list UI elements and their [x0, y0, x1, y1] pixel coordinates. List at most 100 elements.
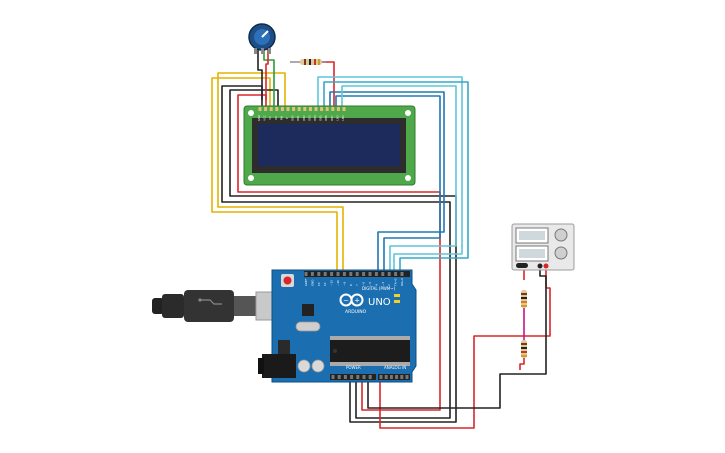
- analog-pin[interactable]: [384, 375, 388, 379]
- digital-pin-label: RX←0: [400, 278, 404, 286]
- digital-pin-label: AREF: [304, 278, 308, 286]
- digital-pin-label: GND: [310, 280, 314, 286]
- digital-pin-label: 2: [387, 284, 391, 286]
- lcd-pin[interactable]: [320, 107, 324, 111]
- power-pin-header[interactable]: [331, 375, 372, 379]
- digital-pin-label: 4: [374, 284, 378, 286]
- digital-pin-label: TX→1: [394, 278, 398, 287]
- arduino-logo-icon: − +: [339, 293, 364, 307]
- lcd-pin-label: GND: [257, 115, 261, 121]
- wire-blue-db6: [329, 91, 445, 274]
- lcd-pin[interactable]: [308, 107, 312, 111]
- wire-teal-led: [341, 85, 457, 274]
- lcd-pin-label: RS: [274, 116, 278, 120]
- atmega-chip: [330, 340, 410, 362]
- resistor-icon[interactable]: [521, 340, 527, 358]
- power-pin[interactable]: [350, 375, 354, 379]
- wire-black-supply: [367, 268, 547, 409]
- lcd-pin[interactable]: [286, 107, 290, 111]
- digital-pin[interactable]: [368, 272, 372, 276]
- digital-pin-label: ~10: [336, 280, 340, 286]
- digital-pin-label: 12: [323, 282, 327, 286]
- analog-pin[interactable]: [395, 375, 399, 379]
- lcd-pin-label: DB6: [324, 115, 328, 121]
- lcd-pin[interactable]: [297, 107, 301, 111]
- digital-pin[interactable]: [349, 272, 353, 276]
- analog-pin[interactable]: [389, 375, 393, 379]
- lcd-pin-header[interactable]: [258, 107, 346, 111]
- lcd-pin[interactable]: [314, 107, 318, 111]
- lcd-pin[interactable]: [331, 107, 335, 111]
- wire-red-pot-vcc: [265, 46, 269, 100]
- digital-pin[interactable]: [387, 272, 391, 276]
- lcd-pin[interactable]: [269, 107, 273, 111]
- power-pin[interactable]: [368, 375, 372, 379]
- digital-pin[interactable]: [400, 272, 404, 276]
- digital-pin-label: 8: [349, 284, 353, 286]
- wire-yellow-e: [217, 72, 344, 274]
- wire-teal-db4: [317, 76, 463, 274]
- digital-pin[interactable]: [304, 272, 308, 276]
- power-jack[interactable]: [262, 354, 296, 378]
- lcd-pin-label: DB7: [330, 115, 334, 121]
- lcd-pin-label: DB0: [291, 115, 295, 121]
- power-pin[interactable]: [356, 375, 360, 379]
- resistor-icon[interactable]: [521, 290, 527, 308]
- digital-pin-label: ~11: [330, 280, 334, 286]
- svg-text:+: +: [354, 297, 360, 305]
- power-pin[interactable]: [331, 375, 335, 379]
- lcd-pin[interactable]: [264, 107, 268, 111]
- digital-pin[interactable]: [374, 272, 378, 276]
- digital-pin[interactable]: [310, 272, 314, 276]
- lcd-pin-label: DB3: [307, 115, 311, 121]
- lcd-pin[interactable]: [342, 107, 346, 111]
- lcd-pin[interactable]: [280, 107, 284, 111]
- digital-header-label: DIGITAL (PWM~): [362, 286, 396, 291]
- analog-pin[interactable]: [405, 375, 409, 379]
- digital-pin[interactable]: [342, 272, 346, 276]
- lcd-pin[interactable]: [275, 107, 279, 111]
- digital-pin[interactable]: [355, 272, 359, 276]
- digital-pin[interactable]: [362, 272, 366, 276]
- power-pin[interactable]: [343, 375, 347, 379]
- wire-black-rw: [229, 89, 457, 423]
- lcd-pin[interactable]: [336, 107, 340, 111]
- digital-pin-label: ~5: [368, 282, 372, 286]
- power-pin[interactable]: [362, 375, 366, 379]
- digital-pin[interactable]: [330, 272, 334, 276]
- digital-pin-label: 13: [317, 282, 321, 286]
- lcd-pin[interactable]: [258, 107, 262, 111]
- analog-pin[interactable]: [400, 375, 404, 379]
- board-brand-label: UNO: [368, 297, 391, 308]
- lcd-pin-label: LED: [341, 115, 345, 120]
- digital-pin[interactable]: [381, 272, 385, 276]
- lcd-pin[interactable]: [292, 107, 296, 111]
- lcd-pin-label: RW: [279, 115, 283, 120]
- svg-text:−: −: [343, 297, 349, 305]
- lcd-pin-label: LED: [335, 115, 339, 120]
- wire-black-pot: [257, 46, 263, 100]
- digital-pin[interactable]: [317, 272, 321, 276]
- resistor-icon[interactable]: [290, 59, 326, 65]
- analog-pin[interactable]: [379, 375, 383, 379]
- power-supply-icon[interactable]: [511, 223, 575, 271]
- digital-pin-label: ~9: [342, 282, 346, 286]
- analog-pin-header[interactable]: [379, 375, 409, 379]
- wire-blue-db7: [335, 95, 441, 274]
- lcd-pin[interactable]: [325, 107, 329, 111]
- power-pin[interactable]: [337, 375, 341, 379]
- lcd-pin-label: DB4: [313, 115, 317, 121]
- lcd-pin[interactable]: [303, 107, 307, 111]
- potentiometer-icon[interactable]: [248, 23, 276, 54]
- digital-pin-header[interactable]: [304, 272, 404, 276]
- wire-teal-db5: [323, 81, 469, 274]
- digital-pin[interactable]: [323, 272, 327, 276]
- lcd-pin-label: E: [285, 117, 289, 119]
- digital-pin[interactable]: [336, 272, 340, 276]
- digital-pin[interactable]: [394, 272, 398, 276]
